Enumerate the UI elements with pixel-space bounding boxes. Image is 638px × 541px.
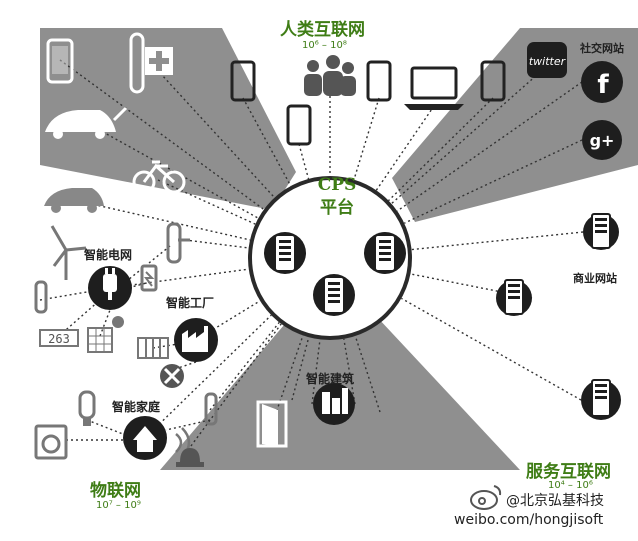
- local-connector-line: [127, 281, 151, 289]
- smart-factory-label: 智能工厂: [166, 296, 215, 310]
- tools-icon: [160, 364, 184, 388]
- radiator-icon: [137, 337, 169, 359]
- commerce-sites-label: 商业网站: [573, 272, 617, 285]
- human-internet-label: 人类互联网: [280, 20, 365, 40]
- local-connector-line: [39, 287, 111, 301]
- meter-display-icon: 263: [39, 329, 79, 347]
- connector-line: [84, 121, 259, 219]
- phone-icon-4: [480, 60, 506, 102]
- electric-car-icon: [45, 106, 128, 139]
- service-internet-range: 10⁴ – 10⁶: [548, 480, 593, 491]
- solar-panel-icon: [87, 316, 124, 353]
- connector-line: [209, 321, 280, 411]
- hub-server-right-icon: [364, 232, 406, 274]
- smart-grid-plug-icon: [88, 266, 132, 310]
- watermark-handle: @北京弘基科技: [506, 493, 604, 509]
- human-internet-range: 10⁶ – 10⁸: [302, 40, 347, 51]
- iot-range: 10⁷ – 10⁹: [96, 500, 141, 511]
- medical-kit-icon: [129, 32, 173, 94]
- service-server-icon-mid: [496, 279, 532, 316]
- sector-top-right: [392, 28, 638, 222]
- commerce-server-icon: [583, 213, 619, 250]
- home-plug-icon: [204, 392, 218, 426]
- connector-line: [187, 323, 282, 451]
- alarm-light-icon: [176, 448, 204, 467]
- svg-text:f: f: [597, 70, 609, 100]
- connector-line: [144, 314, 272, 439]
- connector-line: [411, 231, 584, 251]
- people-group-icon: [304, 55, 356, 96]
- watermark-url: weibo.com/hongjisoft: [454, 512, 604, 528]
- car-charging-icon: [44, 188, 104, 213]
- connector-line: [149, 61, 276, 199]
- smart-home-label: 智能家庭: [112, 400, 161, 414]
- iot-label: 物联网: [90, 481, 141, 501]
- light-bulb-icon: [78, 390, 96, 426]
- hub-subtitle: 平台: [320, 197, 354, 218]
- local-connector-line: [99, 309, 111, 337]
- smart-building-label: 智能建筑: [306, 372, 355, 386]
- connector-line: [343, 338, 356, 405]
- svg-text:g+: g+: [590, 131, 615, 150]
- smart-factory-icon: [174, 318, 218, 362]
- connector-lines: [39, 59, 584, 451]
- smart-grid-label: 智能电网: [84, 248, 133, 262]
- service-internet-label: 服务互联网: [526, 462, 611, 482]
- local-connector-line: [58, 299, 101, 337]
- connector-line: [311, 339, 321, 405]
- svg-text:twitter: twitter: [529, 55, 567, 68]
- connector-line: [353, 97, 380, 180]
- connector-line: [242, 97, 292, 187]
- charger-plug-icon: [166, 222, 190, 264]
- washing-machine-icon: [34, 424, 68, 460]
- facebook-icon: f: [581, 61, 623, 103]
- connector-line: [184, 239, 249, 249]
- weibo-logo: [470, 485, 502, 510]
- hub-title: CPS: [318, 175, 357, 195]
- social-sites-label: 社交网站: [580, 42, 624, 55]
- wind-turbine-icon: [50, 225, 87, 280]
- google-plus-icon: g+: [582, 120, 622, 160]
- local-connector-line: [127, 245, 171, 281]
- phone-icon-2: [286, 104, 312, 146]
- hub-server-bottom-icon: [313, 274, 355, 316]
- smart-building-icon: [313, 383, 355, 425]
- connector-line: [73, 199, 251, 241]
- connector-line: [401, 297, 582, 401]
- hub-server-left-icon: [264, 232, 306, 274]
- cps-hub: [248, 176, 412, 340]
- laptop-icon: [404, 66, 464, 110]
- smartphone-icon: [46, 38, 74, 84]
- local-connector-line: [152, 343, 179, 349]
- smart-home-icon: [123, 416, 167, 460]
- connector-line: [59, 59, 265, 211]
- ev-charger-small-icon: [34, 280, 48, 314]
- battery-icon: [140, 264, 158, 292]
- local-connector-line: [86, 419, 129, 437]
- phone-icon-1: [230, 60, 256, 102]
- connector-line: [109, 268, 249, 289]
- twitter-icon: twitter: [527, 42, 567, 78]
- svg-text:263: 263: [48, 332, 70, 346]
- connector-line: [354, 335, 381, 413]
- connector-line: [298, 143, 310, 180]
- connector-line: [375, 105, 435, 191]
- door-icon: [256, 400, 288, 448]
- connector-line: [291, 337, 310, 401]
- service-server-icon-low: [581, 379, 621, 420]
- bicycle-icon: [132, 160, 186, 194]
- phone-icon-3: [366, 60, 392, 102]
